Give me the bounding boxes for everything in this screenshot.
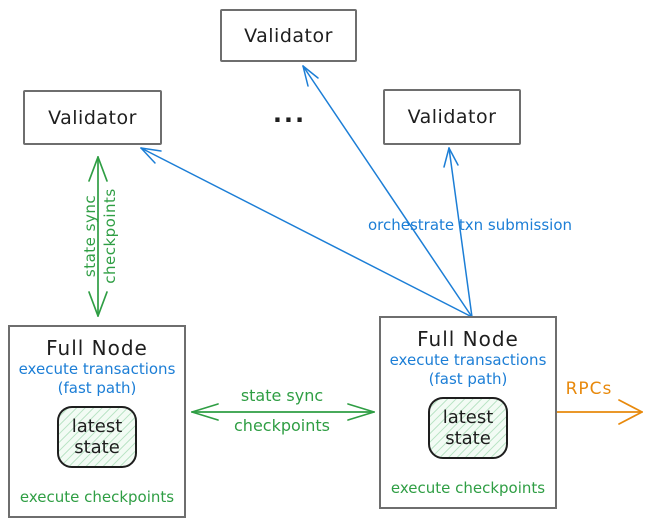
full-node-right-title: Full Node (417, 327, 519, 351)
full-node-left-exec-line2: (fast path) (57, 379, 137, 397)
full-node-right-exec-line1: execute transactions (389, 351, 547, 369)
state-sync-vertical-label-line1: state sync (81, 194, 99, 278)
validator-right-box: Validator (383, 89, 521, 145)
latest-state-right-box: latest state (428, 397, 508, 459)
latest-state-left-line1: latest (71, 416, 123, 437)
full-node-right-checkpoints-label: execute checkpoints (390, 479, 546, 497)
orchestrate-txn-submission-label: orchestrate txn submission (367, 216, 573, 234)
more-validators-ellipsis: ... (272, 100, 307, 128)
full-node-left-title: Full Node (46, 336, 148, 360)
state-sync-horizontal-label-line2: checkpoints (234, 416, 330, 435)
validator-top-label: Validator (244, 24, 333, 47)
full-node-left-checkpoints-label: execute checkpoints (19, 488, 175, 506)
rpcs-label: RPCs (565, 379, 613, 399)
latest-state-left-box: latest state (57, 406, 137, 468)
state-sync-horizontal-label-line1: state sync (240, 386, 324, 405)
validator-right-label: Validator (407, 106, 497, 128)
full-node-left-exec-line1: execute transactions (18, 360, 176, 378)
full-node-right-box: Full Node execute transactions (fast pat… (379, 316, 557, 509)
validator-left-label: Validator (48, 106, 137, 129)
full-node-left-box: Full Node execute transactions (fast pat… (8, 325, 186, 518)
orchestrate-txn-arrows (140, 65, 473, 318)
state-sync-vertical-arrow (88, 156, 108, 317)
validator-left-box: Validator (23, 90, 162, 145)
state-sync-vertical-label: state sync checkpoints (80, 166, 120, 306)
validator-top-box: Validator (220, 9, 357, 62)
rpcs-arrow (556, 399, 643, 425)
latest-state-right-line1: latest (442, 407, 494, 428)
latest-state-left-line2: state (74, 437, 120, 458)
state-sync-vertical-label-line2: checkpoints (101, 188, 119, 284)
full-node-right-exec-line2: (fast path) (428, 370, 508, 388)
state-sync-horizontal-arrow (191, 403, 375, 421)
latest-state-right-line2: state (445, 428, 491, 449)
